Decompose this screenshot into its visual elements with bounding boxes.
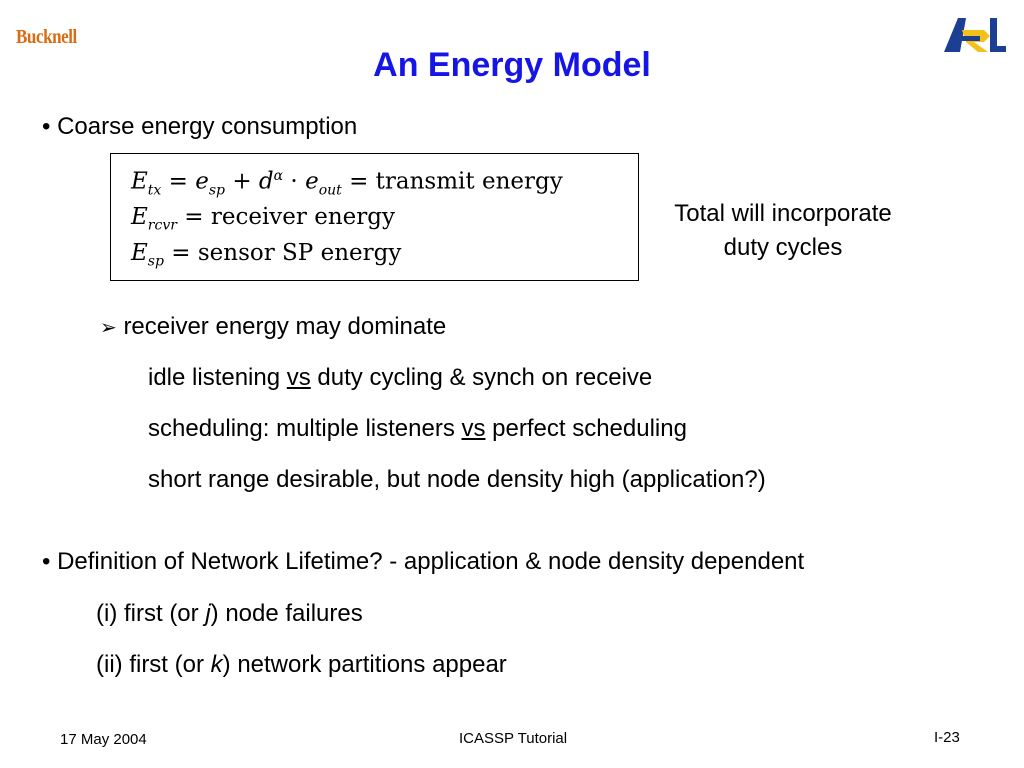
arl-logo <box>944 18 1006 52</box>
line-short-range: short range desirable, but node density … <box>148 466 766 493</box>
bucknell-logo: Bucknell <box>16 26 77 48</box>
line-idle-listening: idle listening vs duty cycling & synch o… <box>148 364 653 391</box>
footer-page-number: I-23 <box>934 729 960 746</box>
sub-bullet-receiver-dominate: ➢ receiver energy may dominate <box>100 313 447 340</box>
line-first-node-failures: (i) first (or j) node failures <box>96 600 363 627</box>
bullet-network-lifetime: • Definition of Network Lifetime? - appl… <box>42 548 805 575</box>
duty-cycle-note: Total will incorporate duty cycles <box>640 197 926 265</box>
arl-logo-crossbar <box>952 36 980 41</box>
footer-date: 17 May 2004 <box>60 731 147 748</box>
bullet-coarse-energy: • Coarse energy consumption <box>42 113 358 140</box>
line-scheduling: scheduling: multiple listeners vs perfec… <box>148 415 687 442</box>
equation-transmit: Etx = esp + dα · eout = transmit energy <box>131 168 563 199</box>
arl-logo-l-foot <box>990 46 1006 52</box>
line-network-partitions: (ii) first (or k) network partitions app… <box>96 651 507 678</box>
equation-receiver: Ercvr = receiver energy <box>131 204 395 234</box>
slide-title: An Energy Model <box>373 46 651 84</box>
equation-sensor: Esp = sensor SP energy <box>131 240 402 270</box>
arl-logo-a-shape <box>944 18 966 52</box>
equation-box: Etx = esp + dα · eout = transmit energy … <box>110 153 639 281</box>
note-line-2: duty cycles <box>723 234 843 261</box>
arrow-bullet-icon: ➢ <box>100 317 117 339</box>
note-line-1: Total will incorporate <box>674 200 892 227</box>
footer-title: ICASSP Tutorial <box>459 730 568 747</box>
arl-logo-l-bar <box>990 18 997 52</box>
